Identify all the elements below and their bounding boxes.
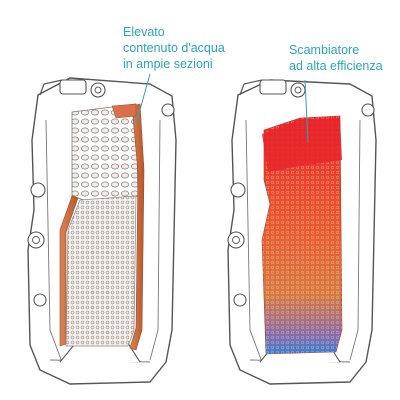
- leader-line-right: [304, 79, 309, 143]
- annotation-line: in ampie sezioni: [123, 57, 213, 71]
- annotation-high-efficiency-exchanger: Scambiatore ad alta efficienza: [289, 42, 383, 74]
- left-tube-bank: [71, 103, 139, 205]
- annotation-line: ad alta efficienza: [289, 59, 383, 73]
- left-fin-matrix: [65, 195, 137, 347]
- annotation-line: Elevato: [123, 25, 165, 39]
- annotation-line: contenuto d'acqua: [123, 41, 225, 55]
- right-water-volume: [261, 115, 343, 355]
- annotation-high-water-content: Elevato contenuto d'acqua in ampie sezio…: [123, 24, 225, 72]
- annotation-line: Scambiatore: [289, 43, 360, 57]
- left-water-passage: [59, 103, 145, 351]
- leader-lines: [135, 73, 309, 143]
- leader-line-left: [135, 73, 151, 125]
